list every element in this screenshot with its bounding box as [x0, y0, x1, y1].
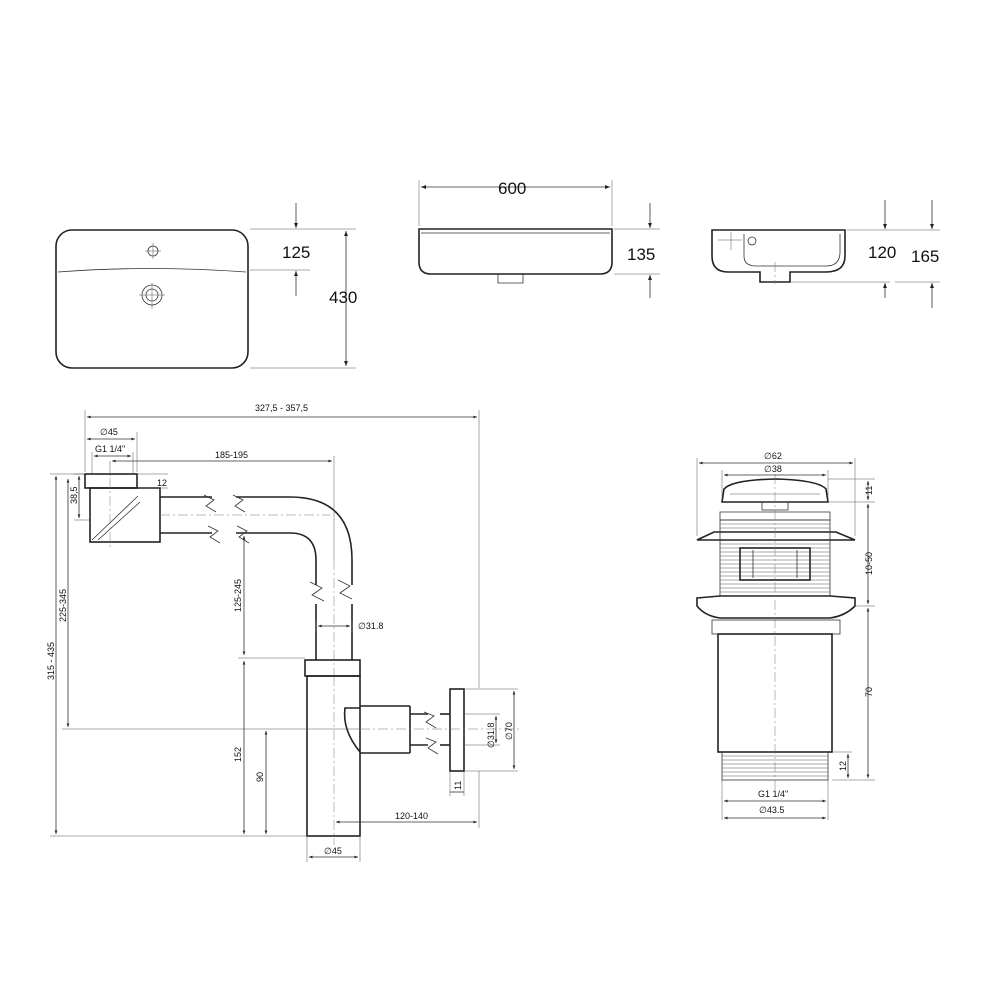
dim-drain-diameter-label: ∅43.5 — [759, 805, 784, 815]
dim-body-length-label: 70 — [864, 687, 874, 697]
drain-lower-flange — [696, 595, 856, 619]
dim-siphon-width-label: 327,5 - 357,5 — [255, 403, 308, 413]
dim-600-label: 600 — [498, 179, 526, 198]
dim-rosette-thickness-label: 11 — [453, 781, 463, 790]
drain-upper-flange — [696, 531, 856, 541]
click-clack-drain-drawing: ∅62 ∅38 11 10-50 70 12 G1 1/4" ∅43.5 — [696, 451, 875, 820]
dim-cap-height-label: 11 — [864, 486, 874, 495]
basin-side-view: 120 165 — [711, 200, 940, 308]
dim-135-label: 135 — [627, 245, 655, 264]
dim-wall-pipe-diameter-label: ∅31.8 — [486, 723, 496, 748]
siphon-inlet-body — [89, 487, 161, 543]
dim-pipe-diameter-label: ∅31.8 — [358, 621, 383, 631]
siphon-wall-rosette — [449, 688, 465, 772]
drain-bottom-thread — [721, 751, 829, 781]
dim-collar-height-label: 38,5 — [69, 486, 79, 504]
siphon-elbow — [289, 496, 353, 585]
dim-inlet-diameter-label: ∅45 — [100, 427, 118, 437]
dim-clamp-range-label: 10-50 — [864, 552, 874, 575]
dim-body-height-label: 152 — [233, 747, 243, 762]
basin-front-outline — [418, 228, 613, 275]
dim-cap-diameter-label: ∅62 — [764, 451, 782, 461]
dim-120-label: 120 — [868, 243, 896, 262]
basin-side-bowl — [743, 234, 841, 267]
dim-horizontal-range-label: 120-140 — [395, 811, 428, 821]
dim-riser-range-label: 125-245 — [233, 579, 243, 612]
siphon-body — [306, 675, 361, 837]
siphon-inlet-collar — [84, 473, 138, 489]
dim-total-range-label: 315 - 435 — [46, 642, 56, 680]
basin-front-waste — [497, 274, 524, 284]
basin-front-view: 600 135 — [418, 179, 660, 298]
siphon-outlet — [343, 707, 361, 753]
dim-cap-inner-diameter-label: ∅38 — [764, 464, 782, 474]
dim-collar-gap-label: 12 — [157, 478, 167, 488]
dim-offset-label: 185-195 — [215, 450, 248, 460]
dim-outlet-height-label: 90 — [255, 772, 265, 782]
dim-outlet-range-label: 225-345 — [58, 589, 68, 622]
drain-hole-icon — [139, 283, 165, 309]
dim-165-label: 165 — [911, 247, 939, 266]
dim-thread-length-label: 12 — [838, 761, 848, 771]
dim-drain-thread-label: G1 1/4" — [758, 789, 788, 799]
dim-body-diameter-label: ∅45 — [324, 846, 342, 856]
basin-side-outline — [711, 229, 846, 283]
basin-top-inner-edge — [57, 268, 247, 273]
dim-inlet-thread-label: G1 1/4" — [95, 444, 125, 454]
dim-rosette-diameter-label: ∅70 — [504, 722, 514, 740]
dim-125-label: 125 — [282, 243, 310, 262]
basin-top-view: 125 430 — [55, 203, 357, 369]
bottle-trap-drawing: 327,5 - 357,5 ∅45 G1 1/4" 185-195 12 38,… — [46, 403, 520, 862]
tap-hole-icon — [145, 243, 161, 259]
dim-430-label: 430 — [329, 288, 357, 307]
basin-top-outline — [55, 229, 249, 369]
siphon-body-collar — [304, 659, 361, 677]
